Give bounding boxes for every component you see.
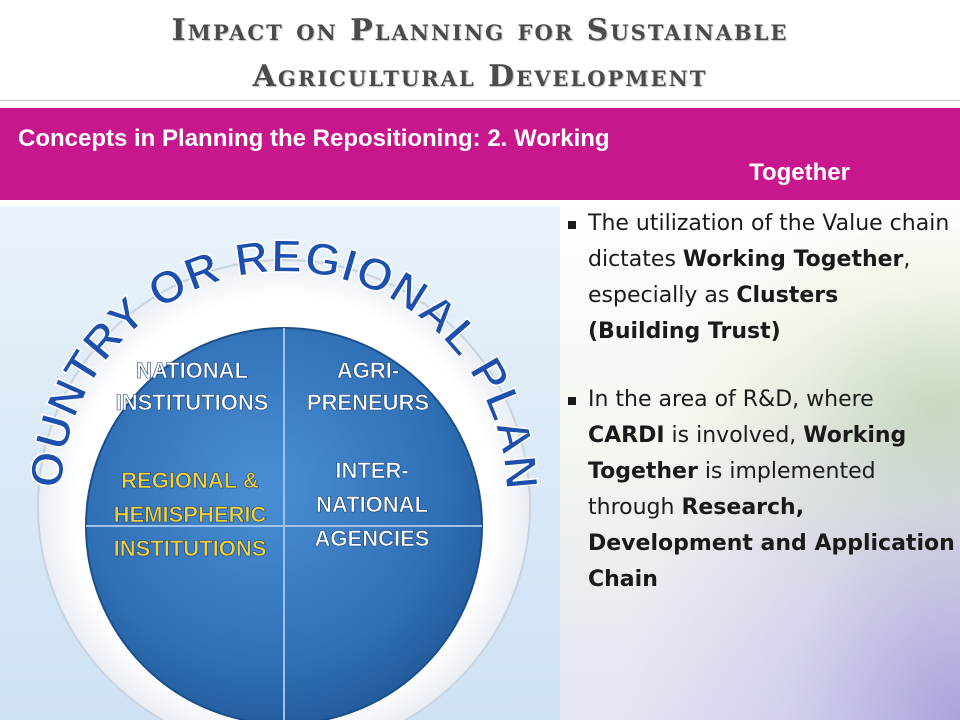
square-bullet-icon — [568, 397, 576, 405]
subtitle-banner: Concepts in Planning the Repositioning: … — [0, 108, 960, 200]
title-divider — [0, 100, 960, 101]
bold-text: Working Together — [682, 247, 904, 272]
title-line-2: Agricultural Development — [252, 59, 708, 94]
plans-diagram: COUNTRY OR REGIONAL PLANS NATIONAL INSTI… — [0, 206, 548, 720]
quadrant-bottom-left-line-1: REGIONAL & — [121, 468, 259, 493]
background-gradient — [560, 200, 960, 720]
square-bullet-icon — [568, 221, 576, 229]
bullet-item-1: The utilization of the Value chain dicta… — [568, 206, 956, 350]
quadrant-top-left-line-2: INSTITUTIONS — [116, 390, 269, 415]
text-run: In the area of R&D, where — [588, 387, 874, 412]
bold-text: Working Together — [588, 423, 907, 484]
quadrant-bottom-right-line-3: AGENCIES — [315, 526, 430, 551]
quadrant-top-right-line-1: AGRI- — [337, 358, 399, 383]
text-run: , especially as — [588, 247, 911, 308]
banner-line-2: Together — [749, 159, 850, 186]
quadrant-bottom-left-line-3: INSTITUTIONS — [114, 536, 267, 561]
slide-title: Impact on Planning for Sustainable Agric… — [0, 8, 960, 100]
diagram-image: COUNTRY OR REGIONAL PLANS NATIONAL INSTI… — [0, 206, 560, 720]
text-run: is involved, — [664, 423, 804, 448]
banner-text: Concepts in Planning the Repositioning: … — [18, 122, 858, 190]
quadrant-bottom-right-line-1: INTER- — [335, 458, 408, 483]
bold-text: Clusters (Building Trust) — [588, 283, 839, 344]
quadrant-bottom-right-line-2: NATIONAL — [316, 492, 428, 517]
quadrant-top-right-line-2: PRENEURS — [307, 390, 429, 415]
bullet-text: In the area of R&D, where CARDI is invol… — [588, 387, 955, 592]
quadrant-top-left-line-1: NATIONAL — [136, 358, 248, 383]
bullet-list: The utilization of the Value chain dicta… — [568, 206, 956, 630]
bullet-text: The utilization of the Value chain dicta… — [588, 211, 949, 344]
bullet-item-2: In the area of R&D, where CARDI is invol… — [568, 382, 956, 598]
text-run: The utilization of the Value chain dicta… — [588, 211, 950, 272]
bold-text: CARDI — [588, 423, 665, 448]
quadrant-bottom-left-line-2: HEMISPHERIC — [114, 502, 267, 527]
banner-line-1: Concepts in Planning the Repositioning: … — [18, 125, 610, 152]
title-line-1: Impact on Planning for Sustainable — [171, 13, 789, 48]
text-run: is implemented through — [588, 459, 876, 520]
bold-text: Research, Development and Application Ch… — [588, 495, 955, 592]
